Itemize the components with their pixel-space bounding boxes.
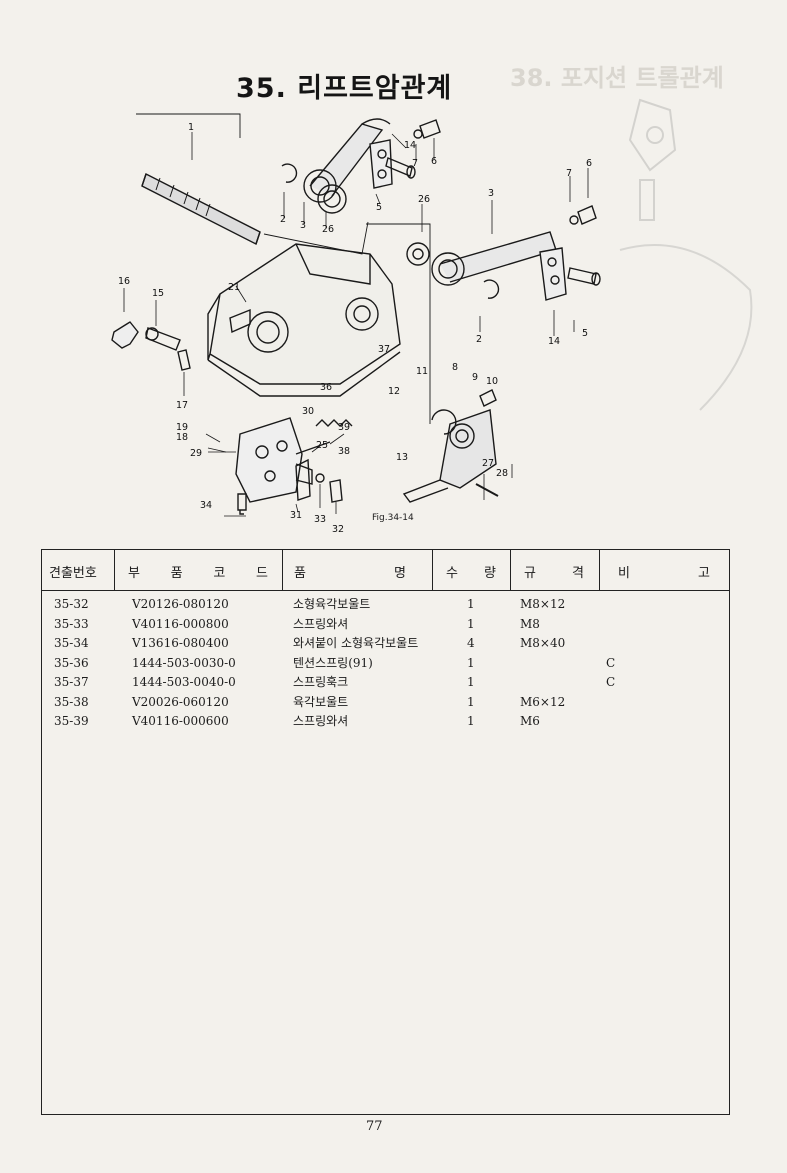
table-row: 35-37 1444-503-0040-0 스프링훅크 1 C	[54, 675, 616, 689]
svg-text:32: 32	[332, 524, 344, 535]
svg-text:27: 27	[482, 458, 494, 469]
table-row: 35-32 V20126-080120 소형육각보울트 1 M8×12	[54, 597, 566, 611]
svg-text:18: 18	[176, 432, 188, 443]
svg-text:33: 33	[314, 514, 326, 525]
svg-text:3: 3	[488, 188, 494, 199]
svg-text:1: 1	[188, 122, 194, 133]
parts-table: 견출번호 부 품 코 드 품 명 수 량 규 격 비 고 35-32 V2012…	[41, 549, 730, 1115]
svg-text:15: 15	[152, 288, 164, 299]
svg-text:2: 2	[476, 334, 482, 345]
svg-text:19: 19	[176, 422, 188, 433]
table-body: 35-32 V20126-080120 소형육각보울트 1 M8×12 35-3…	[42, 595, 729, 732]
svg-text:11: 11	[416, 366, 428, 377]
table-header: 견출번호 부 품 코 드 품 명 수 량 규 격 비 고	[42, 550, 729, 591]
svg-text:10: 10	[486, 376, 498, 387]
svg-text:26: 26	[322, 224, 334, 235]
svg-text:36: 36	[320, 382, 332, 393]
svg-text:16: 16	[118, 276, 130, 287]
svg-text:9: 9	[472, 372, 478, 383]
svg-text:13: 13	[396, 452, 408, 463]
table-row: 35-38 V20026-060120 육각보울트 1 M6×12	[54, 694, 566, 709]
svg-text:2: 2	[280, 214, 286, 225]
svg-text:28: 28	[496, 468, 508, 479]
header-spec: 규 격	[524, 566, 584, 581]
svg-text:37: 37	[378, 344, 390, 355]
svg-text:25: 25	[316, 440, 328, 451]
svg-text:17: 17	[176, 400, 188, 411]
svg-text:12: 12	[388, 386, 400, 397]
svg-text:7: 7	[412, 158, 418, 169]
header-no: 견출번호	[49, 566, 97, 581]
table-row: 35-36 1444-503-0030-0 텐션스프링(91) 1 C	[54, 655, 616, 670]
header-remark: 비 고	[618, 566, 710, 581]
ghost-title-bleedthrough: 38. 포지션 트롤관계	[510, 64, 724, 92]
svg-text:26: 26	[418, 194, 430, 205]
svg-text:29: 29	[190, 448, 202, 459]
svg-text:31: 31	[290, 510, 302, 521]
header-qty: 수 량	[446, 566, 496, 581]
svg-text:8: 8	[452, 362, 458, 373]
table-row: 35-33 V40116-000800 스프링와셔 1 M8	[54, 616, 540, 631]
svg-text:5: 5	[582, 328, 588, 339]
header-name: 품 명	[294, 566, 406, 581]
header-part-code: 부 품 코 드	[128, 566, 268, 581]
table-row: 35-39 V40116-000600 스프링와셔 1 M6	[54, 714, 540, 728]
svg-text:30: 30	[302, 406, 314, 417]
svg-text:14: 14	[404, 140, 416, 151]
svg-text:5: 5	[376, 202, 382, 213]
table-row: 35-34 V13616-080400 와셔붙이 소형육각보울트 4 M8×40	[54, 636, 566, 650]
ghost-drawing	[619, 98, 753, 411]
svg-text:34: 34	[200, 500, 212, 511]
svg-text:38: 38	[338, 446, 350, 457]
page-number: 77	[366, 1119, 383, 1134]
figure-caption: Fig.34-14	[372, 513, 414, 523]
page-title: 35. 리프트암관계	[236, 73, 453, 104]
svg-text:7: 7	[566, 168, 572, 179]
svg-text:3: 3	[300, 220, 306, 231]
svg-text:6: 6	[431, 156, 437, 167]
svg-text:39: 39	[338, 422, 350, 433]
lift-arm-exploded-diagram: 1 2 3 26 14 7 6 5 3 26 6 7 5 2 14 16 15 …	[111, 113, 601, 535]
svg-text:6: 6	[586, 158, 592, 169]
svg-text:14: 14	[548, 336, 560, 347]
svg-text:21: 21	[228, 282, 240, 293]
